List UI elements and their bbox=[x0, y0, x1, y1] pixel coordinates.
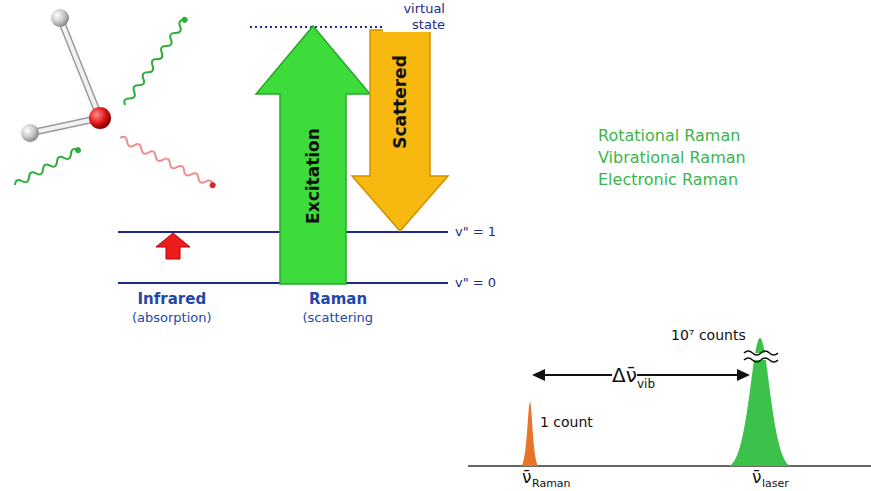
excitation-arrow: Excitation bbox=[256, 26, 370, 284]
raman-type: Rotational Raman bbox=[598, 126, 740, 145]
arrow-body bbox=[256, 26, 370, 284]
photon-wave bbox=[123, 18, 188, 107]
wavenumber-subscript: Raman bbox=[532, 478, 571, 489]
photon-wave bbox=[14, 147, 80, 187]
raman-photon bbox=[119, 135, 217, 189]
arrow-body bbox=[352, 30, 448, 231]
level-label: v" = 1 bbox=[455, 224, 496, 240]
bond bbox=[60, 18, 100, 118]
photon-dot bbox=[74, 146, 82, 154]
shift-symbol: Δν̄ bbox=[612, 363, 637, 387]
shift-subscript: vib bbox=[637, 377, 655, 391]
arrow-label: Excitation bbox=[303, 128, 323, 224]
method-label: Infrared bbox=[138, 290, 207, 308]
bond bbox=[60, 18, 100, 118]
spectrum bbox=[468, 338, 871, 466]
molecule bbox=[21, 9, 111, 142]
photon-wave bbox=[119, 135, 214, 188]
shift-arrowhead bbox=[532, 369, 545, 381]
method-label: Raman bbox=[309, 290, 367, 308]
axis-break bbox=[744, 353, 778, 360]
oxygen-atom bbox=[89, 107, 111, 129]
level-label: v" = 0 bbox=[455, 275, 496, 291]
method-note: (absorption) bbox=[132, 310, 212, 326]
arrow-label: Scattered bbox=[390, 55, 410, 149]
wavenumber-subscript: laser bbox=[762, 478, 789, 489]
raman-type: Vibrational Raman bbox=[598, 148, 746, 167]
wavenumber-symbol: ν̄ bbox=[522, 469, 532, 486]
photon-dot bbox=[209, 181, 217, 189]
absorption-arrow bbox=[156, 233, 190, 259]
method-note: (scattering bbox=[303, 310, 374, 326]
photon-dot bbox=[180, 16, 188, 24]
raman-type: Electronic Raman bbox=[598, 170, 738, 189]
axis-break bbox=[744, 351, 778, 355]
hydrogen-atom bbox=[21, 124, 39, 142]
hydrogen-atom bbox=[51, 9, 69, 27]
scattered-photon bbox=[123, 16, 189, 107]
incident-photon bbox=[14, 146, 83, 188]
level-label: virtual state bbox=[383, 1, 445, 32]
laser-peak bbox=[728, 338, 792, 466]
count-label: 1 count bbox=[540, 414, 593, 431]
raman-peak bbox=[521, 402, 539, 466]
count-label: 10⁷ counts bbox=[671, 327, 746, 344]
scattered-arrow: Scattered bbox=[352, 30, 448, 231]
axis-break bbox=[744, 358, 778, 362]
shift-arrowhead bbox=[737, 369, 750, 381]
wavenumber-symbol: ν̄ bbox=[752, 469, 762, 486]
